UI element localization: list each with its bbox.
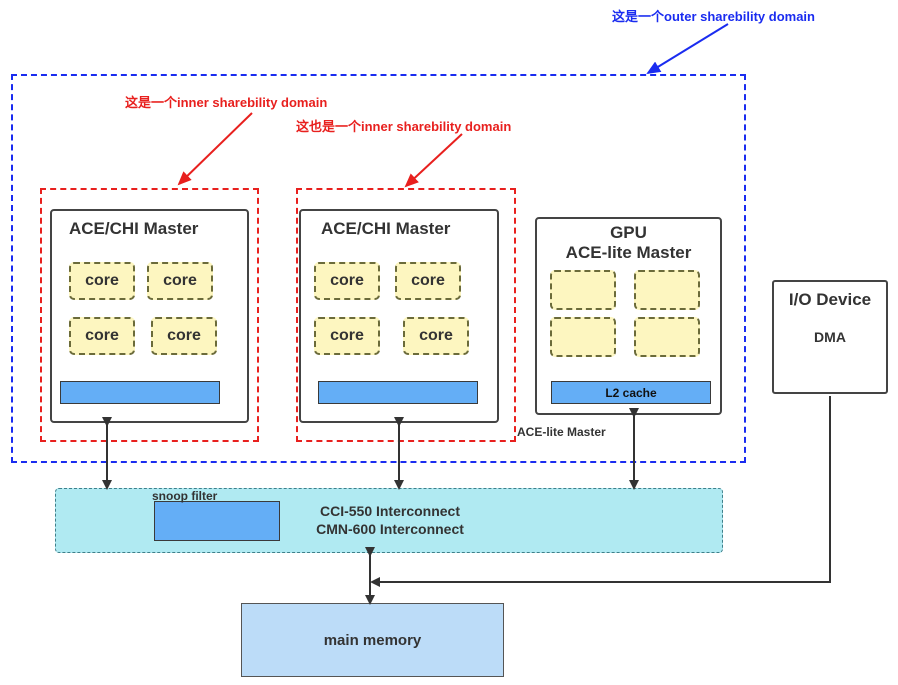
core-2-1: core bbox=[314, 262, 380, 300]
interconnect-label-2: CMN-600 Interconnect bbox=[316, 521, 464, 537]
snoop-filter bbox=[154, 501, 280, 541]
inner-sharebility-domain-2 bbox=[296, 188, 516, 442]
io-device-title: I/O Device bbox=[788, 290, 872, 309]
link-io-device bbox=[370, 396, 831, 587]
gpu-subtitle: ACE-lite Master bbox=[565, 243, 692, 262]
core-2-3: core bbox=[314, 317, 380, 355]
core-1-2: core bbox=[147, 262, 213, 300]
inner-domain-annotation-2: 这也是一个inner sharebility domain bbox=[296, 119, 512, 134]
cluster-2-title: ACE/CHI Master bbox=[321, 219, 451, 238]
core-1-4: core bbox=[151, 317, 217, 355]
dma-label: DMA bbox=[814, 329, 846, 345]
core-1-1: core bbox=[69, 262, 135, 300]
inner-sharebility-domain-1 bbox=[40, 188, 259, 442]
gpu-core-3 bbox=[550, 317, 616, 357]
outer-sharebility-domain bbox=[11, 74, 746, 463]
inner-domain-annotation-1: 这是一个inner sharebility domain bbox=[125, 95, 328, 110]
inner-domain-pointer-2 bbox=[404, 133, 463, 188]
io-device bbox=[772, 280, 888, 394]
cluster-1-cache bbox=[60, 381, 220, 404]
interconnect-label-1: CCI-550 Interconnect bbox=[319, 503, 461, 519]
core-1-3: core bbox=[69, 317, 135, 355]
core-2-2: core bbox=[395, 262, 461, 300]
gpu-core-1 bbox=[550, 270, 616, 310]
gpu-title: GPU bbox=[610, 223, 647, 242]
core-2-4: core bbox=[403, 317, 469, 355]
gpu-l2-cache: L2 cache bbox=[551, 381, 711, 404]
gpu-core-4 bbox=[634, 317, 700, 357]
main-memory: main memory bbox=[241, 603, 504, 677]
outer-domain-annotation: 这是一个outer sharebility domain bbox=[612, 9, 815, 24]
gpu-core-2 bbox=[634, 270, 700, 310]
inner-domain-pointer-1 bbox=[177, 112, 253, 186]
outer-domain-pointer bbox=[646, 23, 729, 75]
gpu-port-label: ACE-lite Master bbox=[517, 425, 606, 439]
cluster-1-title: ACE/CHI Master bbox=[69, 219, 199, 238]
cluster-2-cache bbox=[318, 381, 478, 404]
snoop-filter-label: snoop filter bbox=[152, 489, 218, 503]
